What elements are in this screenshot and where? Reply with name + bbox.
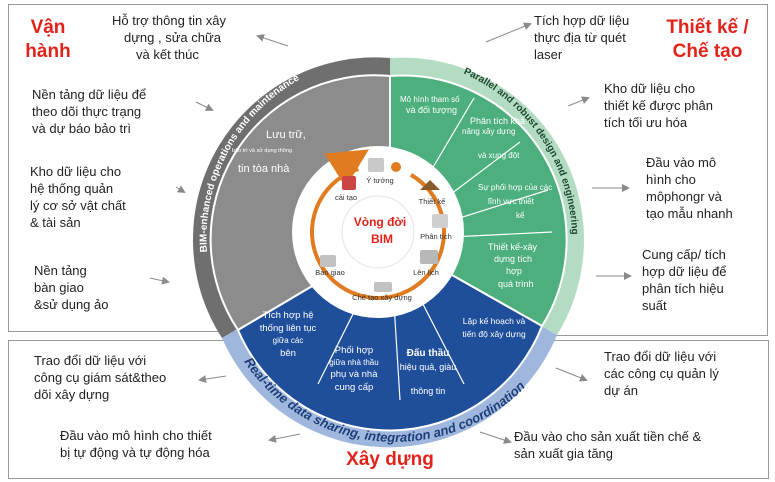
arrow-de-2 [567,96,590,107]
analysis-icon [432,214,448,228]
green-item-3: và xung đột [478,151,520,160]
step-analysis: Phân tích [420,232,452,241]
green-item-5-a: Thiết kế-xây [488,242,538,252]
green-item-4-c: kế [516,211,525,220]
arrow-de-1 [485,22,532,43]
renovate-icon [342,176,356,190]
center-circle [341,195,415,269]
blue-item-3-c: thông tin [411,386,446,396]
blue-sector-texts: Tích hợp hệ thống liên tục giữa các bên … [260,310,526,396]
blue-item-3-a: Đấu thầu [407,347,450,359]
step-schedule: Lên lịch [413,268,439,277]
arrow-op-4 [149,276,170,285]
blue-item-1-c: giữa các [273,336,304,345]
center-line1: Vòng đời [354,215,407,229]
note-co-4: Đầu vào cho sản xuất tiền chế &sản xuất … [514,429,702,461]
arrow-op-3 [175,185,186,194]
lifecycle-ring-dot [391,162,401,172]
arrow-op-2 [195,101,214,111]
blue-item-2-b: giữa nhà thầu [329,358,378,367]
gray-sector-line2: tin tòa nhà [238,163,290,175]
schedule-icon [420,250,438,264]
green-item-5-d: quá trình [498,279,534,289]
step-idea: Ý tưởng [366,176,393,185]
green-item-2-b: năng xây dựng [462,127,515,136]
arrow-co-1 [198,375,227,384]
blue-item-1-b: thống liên tục [260,323,317,334]
lifecycle-ring [310,164,446,300]
arrow-co-2 [268,433,301,443]
connector-arrows [149,22,632,444]
arrow-op-1 [256,34,289,47]
design-title: Thiết kế / Chế tạo [666,17,749,62]
step-design: Thiết kế [419,197,447,206]
construction-title: Xây dựng [346,449,434,470]
green-item-5-b: dựng tích [494,254,532,264]
handover-icon [320,255,336,267]
blue-item-4-a: Lập kế hoạch và [463,316,526,326]
blue-item-2-a: Phối hợp [335,345,373,356]
blue-item-3-b: hiệu quả, giàu [400,362,457,372]
arrow-co-3 [555,367,588,382]
green-sector-texts: Mô hình tham số và đối tượng Phân tích k… [400,95,552,289]
center-line2: BIM [371,232,393,246]
design-icon [420,180,440,190]
lifecycle-arrow [324,149,369,188]
operation-title: Vận hành [25,17,71,62]
green-item-1-b: và đối tượng [406,105,457,115]
lifecycle-steps: Ý tưởng Thiết kế Phân tích Lên lịch Chế … [315,158,452,302]
step-handover: Bàn giao [315,268,345,277]
arrow-co-4 [479,431,512,444]
step-renovate: cải tạo [335,193,357,202]
step-construction: Chế tạo xây dựng [352,293,412,302]
blue-item-1-a: Tích hợp hệ [262,310,313,321]
green-item-1-a: Mô hình tham số [400,95,460,104]
gray-sector-small: bảo trì và sử dụng thông [232,147,292,154]
green-item-4-a: Sự phối hợp của các [478,183,552,192]
green-item-2-a: Phân tích khả [470,116,525,126]
blue-item-2-d: cung cấp [335,382,374,393]
idea-icon [368,158,384,172]
construction-icon [374,282,392,292]
green-item-5-c: hợp [506,266,522,276]
gray-sector-line1: Lưu trữ, [266,129,306,141]
blue-item-1-d: bên [280,348,296,359]
green-item-4-b: lĩnh vực thiết [488,197,535,206]
blue-item-2-c: phụ và nhà [330,369,378,380]
blue-item-4-b: tiến độ xây dựng [462,329,526,339]
